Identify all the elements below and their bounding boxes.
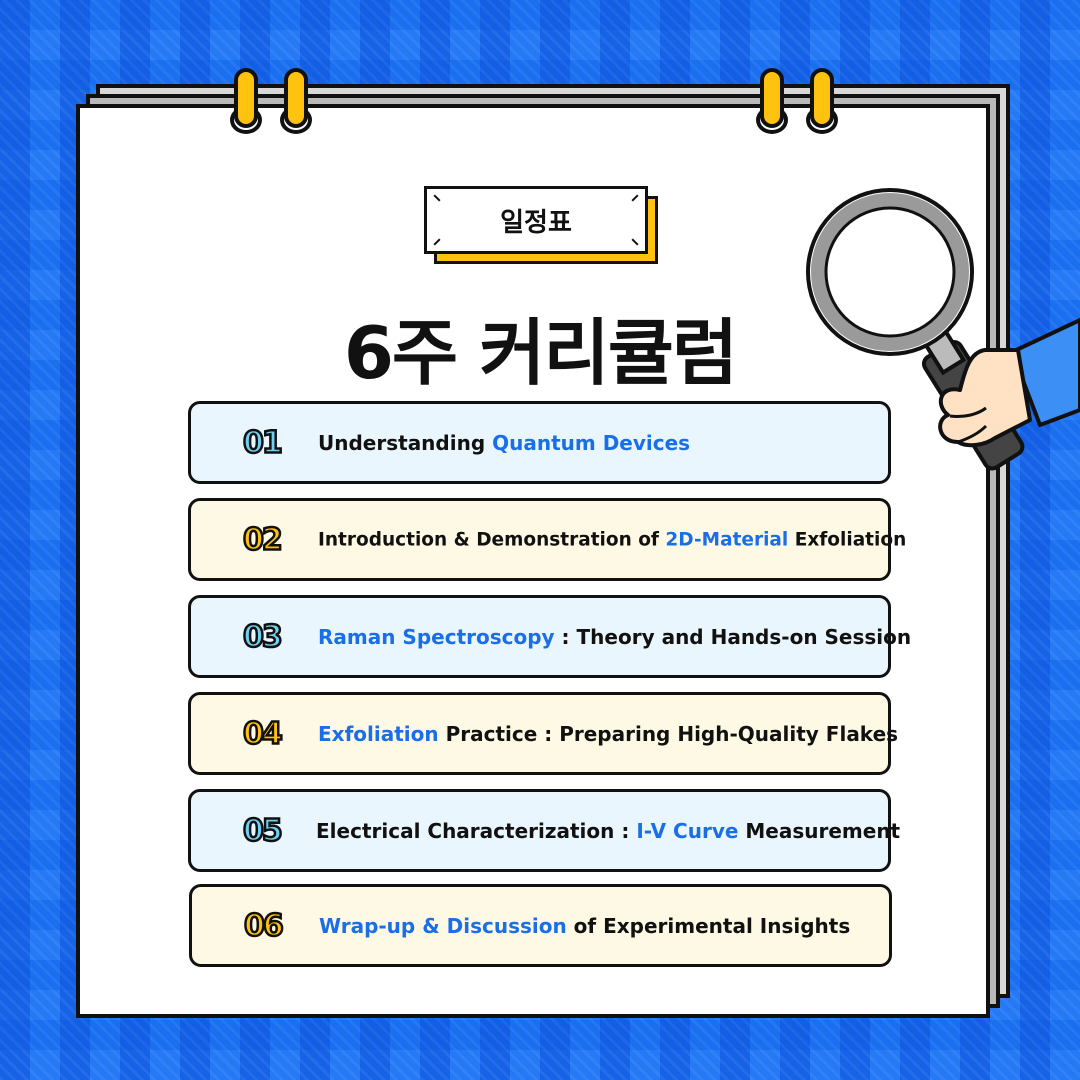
magnifier-icon: [806, 188, 1080, 471]
schedule-row-3: 03 Raman Spectroscopy : Theory and Hands…: [188, 595, 911, 678]
hand-icon: [938, 348, 1032, 448]
schedule-row-1: 01 Understanding Quantum Devices: [188, 401, 891, 484]
binder-ring-icon: [280, 68, 312, 134]
row-text: Understanding Quantum Devices: [318, 430, 691, 455]
schedule-row-5: 05 Electrical Characterization : I-V Cur…: [188, 789, 900, 872]
row-number: 04: [242, 715, 284, 753]
row-number: 05: [242, 812, 284, 850]
row-number: 06: [243, 907, 285, 945]
binder-ring-icon: [806, 68, 838, 134]
row-text: Exfoliation Practice : Preparing High-Qu…: [318, 721, 899, 746]
row-text: Introduction & Demonstration of 2D-Mater…: [318, 529, 907, 550]
row-text: Raman Spectroscopy : Theory and Hands-on…: [318, 624, 912, 649]
row-number: 01: [242, 424, 284, 462]
schedule-row-2: 02 Introduction & Demonstration of 2D-Ma…: [188, 498, 906, 581]
row-number: 03: [242, 618, 284, 656]
schedule-row-4: 04 Exfoliation Practice : Preparing High…: [188, 692, 898, 775]
row-text: Electrical Characterization : I-V Curve …: [316, 818, 901, 843]
schedule-tag-label: 일정표: [500, 207, 572, 238]
schedule-row-6: 06 Wrap-up & Discussion of Experimental …: [189, 884, 892, 967]
binder-ring-icon: [230, 68, 262, 134]
schedule-tag: 일정표: [424, 186, 658, 264]
binder-ring-icon: [756, 68, 788, 134]
row-number: 02: [242, 521, 284, 559]
page-title: 6주 커리큘럼: [343, 311, 738, 395]
row-text: Wrap-up & Discussion of Experimental Ins…: [319, 913, 851, 938]
